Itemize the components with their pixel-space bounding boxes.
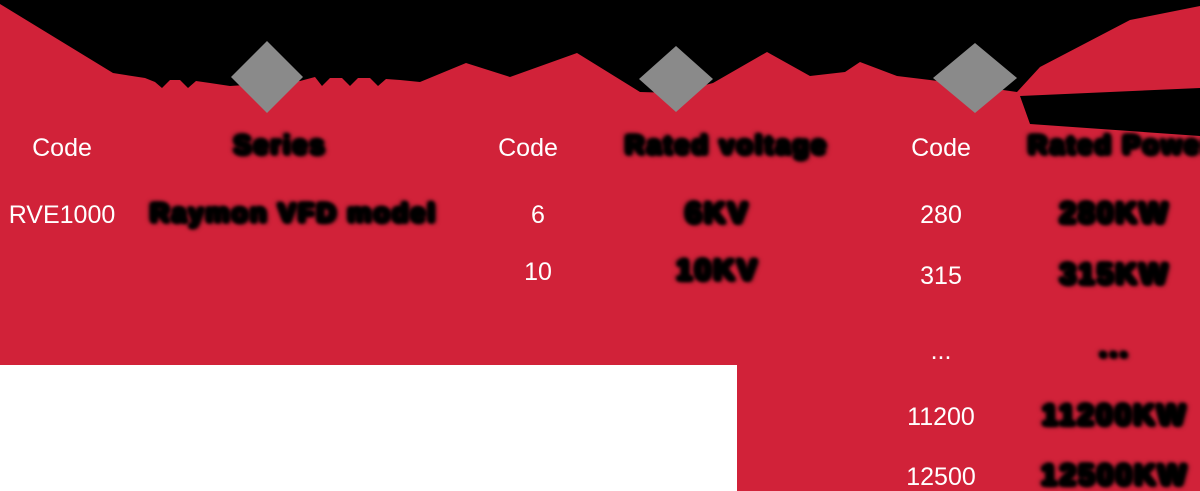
col3-row-desc: 280KW	[1059, 197, 1170, 230]
col1-series-header: Series	[233, 130, 327, 160]
white-panel	[0, 365, 737, 491]
col1-row-desc: Raymon VFD model	[150, 198, 438, 228]
col3-row-desc: 315KW	[1059, 258, 1170, 291]
col3-row-code: 11200	[907, 403, 975, 431]
col1-code-header: Code	[32, 134, 92, 162]
col3-code-header: Code	[911, 134, 971, 162]
col3-power-header: Rated Power	[1028, 130, 1200, 160]
top-banner	[0, 0, 1200, 136]
diamond-separator-icon	[933, 43, 1017, 113]
col2-row-code: 10	[524, 258, 552, 286]
col2-row-desc: 10KV	[675, 254, 760, 287]
diamond-separator-icon	[231, 41, 303, 113]
col2-row-code: 6	[531, 201, 545, 229]
banner-black-mass-right	[1020, 88, 1200, 136]
diamond-separator-icon	[639, 46, 713, 112]
banner-black-mass	[0, 0, 1200, 93]
col3-row-code: 315	[920, 262, 962, 290]
col3-row-code: 280	[920, 201, 962, 229]
col2-voltage-header: Rated voltage	[625, 130, 829, 160]
col3-row-code: 12500	[906, 463, 976, 491]
col2-code-header: Code	[498, 134, 558, 162]
col3-row-desc: ...	[1098, 331, 1130, 364]
col1-row-code: RVE1000	[8, 201, 116, 229]
col3-row-desc: 12500KW	[1040, 459, 1189, 491]
col3-row-desc: 11200KW	[1041, 399, 1188, 432]
col2-row-desc: 6KV	[685, 197, 750, 230]
col3-row-code: ...	[930, 337, 952, 365]
